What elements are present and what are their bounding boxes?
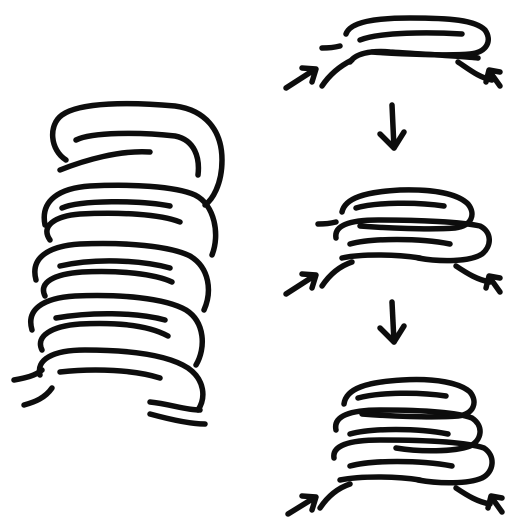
sequence-step-3 (288, 380, 502, 514)
sequence-step-2 (286, 190, 500, 294)
large-folded-strand (14, 104, 222, 424)
down-arrow-2 (380, 302, 404, 342)
sequence-step-1 (286, 18, 500, 88)
down-arrow-1 (380, 105, 404, 148)
